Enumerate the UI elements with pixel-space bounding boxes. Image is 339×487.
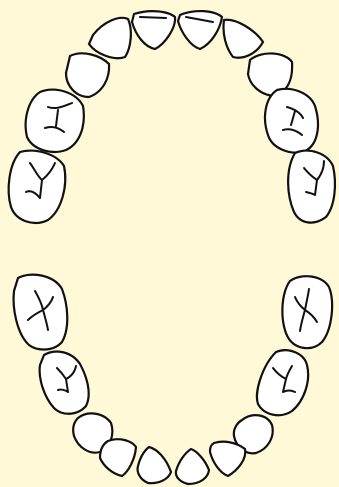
lower-lateral-incisor-left: [210, 442, 245, 476]
lower-arch: [14, 275, 333, 484]
upper-arch: [9, 11, 335, 223]
lower-central-incisor-left: [176, 449, 209, 484]
lower-first-molar-right: [40, 352, 89, 414]
lower-first-molar-left: [257, 350, 308, 415]
upper-second-molar-right: [9, 151, 66, 223]
upper-lateral-incisor-left: [223, 20, 263, 58]
upper-first-molar-right: [26, 90, 84, 152]
lower-lateral-incisor-right: [100, 439, 136, 476]
upper-canine-right: [66, 53, 109, 97]
upper-lateral-incisor-right: [89, 18, 131, 58]
upper-second-molar-left: [288, 151, 335, 223]
upper-central-incisor-right-edge: [140, 17, 166, 18]
upper-central-incisor-left: [178, 11, 222, 49]
lower-central-incisor-right: [138, 447, 171, 483]
